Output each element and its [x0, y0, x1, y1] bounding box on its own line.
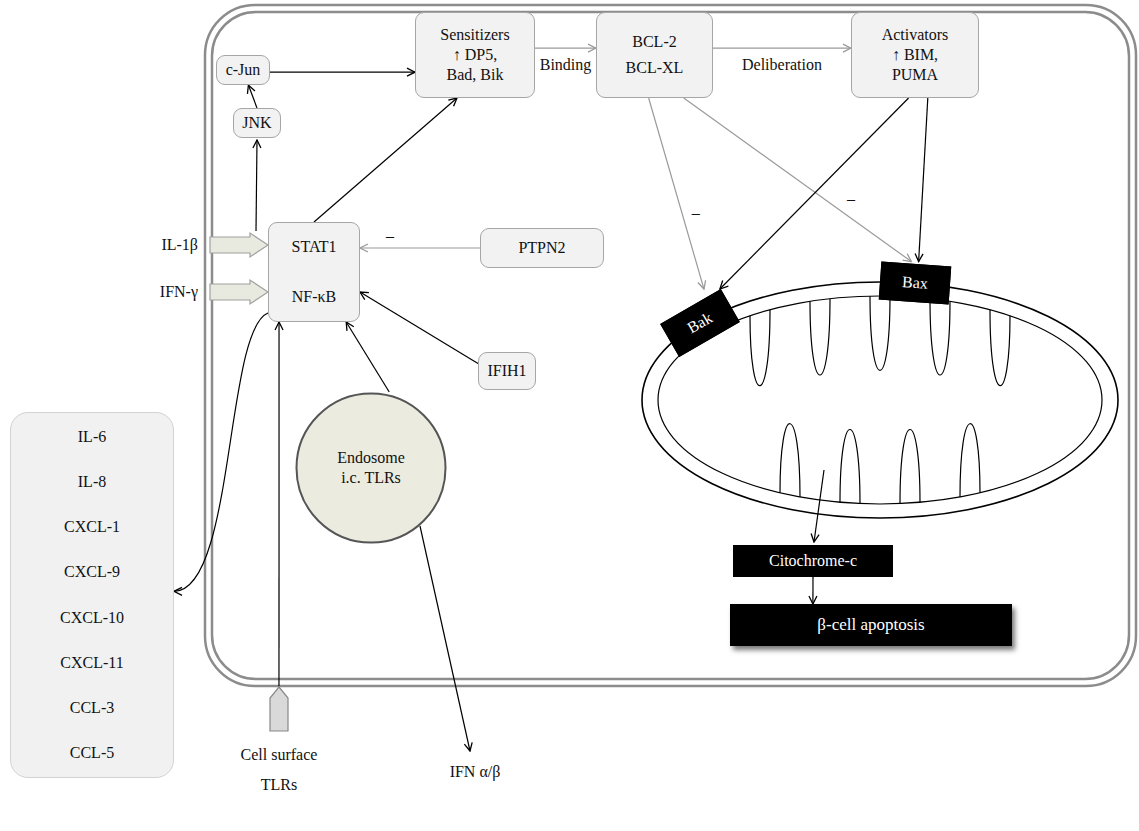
node-text: STAT1 — [292, 237, 337, 257]
edge-label: Binding — [538, 56, 594, 75]
node-text: BCL-2 — [632, 32, 676, 52]
edge-label: – — [690, 203, 702, 222]
signal-arrow — [256, 140, 257, 231]
node-text: CXCL-9 — [64, 562, 120, 582]
node-text: IFIH1 — [487, 361, 526, 381]
node-text: Sensitizers — [440, 25, 509, 45]
node-text: CCL-5 — [70, 743, 114, 763]
connector-arrow — [270, 71, 415, 72]
connector-arrow — [248, 85, 257, 108]
cytokine-block-arrow — [210, 280, 268, 304]
membrane-protein-box: Bax — [879, 262, 951, 305]
sensor-box: IFIH1 — [478, 352, 536, 390]
receptor-symbol-box: Cell surface TLRs — [229, 686, 329, 816]
connector-arrow — [919, 98, 928, 262]
transcription-factor-box: c-Jun — [216, 55, 270, 85]
endosome-circle: Endosomei.c. TLRs — [295, 392, 447, 544]
cytokine-block-arrow — [210, 233, 268, 257]
connector-arrow — [360, 292, 478, 363]
node-text: ↑ BIM, PUMA — [880, 45, 950, 85]
endosome-outline — [297, 394, 446, 543]
mitochondrion-outer — [642, 282, 1118, 518]
node-text: Endosome — [337, 448, 405, 468]
node-text: CXCL-10 — [60, 608, 124, 628]
node-text: Citochrome-c — [769, 551, 857, 571]
node-text: c-Jun — [226, 60, 261, 80]
node-text: JNK — [242, 113, 271, 133]
edge-label: – — [845, 189, 857, 208]
node-text: ↑ DP5, Bad, Bik — [440, 45, 510, 85]
connector-arrow — [535, 48, 596, 49]
node-text: CXCL-1 — [64, 517, 120, 537]
chemokine-list-box: IL-6IL-8CXCL-1CXCL-9CXCL-10CXCL-11CCL-3C… — [10, 412, 174, 778]
outcome-box: β-cell apoptosis — [730, 604, 1012, 646]
node-text: CXCL-11 — [60, 653, 123, 673]
node-text: CCL-3 — [70, 698, 114, 718]
interferon-label: IFN α/β — [448, 762, 503, 781]
cell-membrane-outer — [205, 5, 1136, 686]
node-text: PTPN2 — [518, 238, 565, 258]
connector-arrow — [713, 48, 851, 49]
endosome-outline — [295, 392, 447, 544]
node-text: IL-8 — [78, 472, 106, 492]
node-text: β-cell apoptosis — [817, 614, 924, 635]
activator-box: Activators↑ BIM, PUMA — [851, 12, 979, 98]
connector-arrow — [346, 322, 389, 392]
kinase-box: JNK — [233, 108, 281, 138]
edge-label: Deliberation — [740, 56, 824, 75]
node-text: i.c. TLRs — [341, 468, 401, 488]
connector-arrow — [278, 322, 279, 686]
connector-arrow — [314, 98, 457, 222]
cytokine-label: IL-1β — [159, 235, 200, 254]
mitochondrion-cristae — [750, 296, 1010, 503]
node-text: Bax — [901, 272, 928, 294]
secretion-arrow — [420, 526, 470, 751]
node-text: IL-6 — [78, 427, 106, 447]
node-text: Cell surface TLRs — [229, 740, 329, 800]
cell-membrane-inner — [212, 12, 1129, 679]
receptor-symbol — [269, 686, 289, 732]
node-text: BCL-XL — [626, 58, 684, 78]
antiapoptotic-box: BCL-2BCL-XL — [596, 12, 713, 98]
signaling-box: STAT1NF-κB — [268, 222, 360, 322]
node-text: Bak — [684, 308, 716, 338]
connector-arrow — [812, 577, 813, 604]
receptor-symbol — [270, 687, 288, 731]
edge-label: – — [384, 226, 396, 245]
release-arrow — [814, 470, 824, 542]
connector-arrow — [649, 98, 704, 289]
sensitizer-box: Sensitizers↑ DP5, Bad, Bik — [415, 12, 535, 98]
node-text: NF-κB — [292, 287, 337, 307]
connector-arrow — [174, 313, 268, 591]
cytochrome-box: Citochrome-c — [733, 545, 893, 577]
connector-arrow — [360, 247, 480, 248]
connector-arrow — [720, 98, 909, 289]
phosphatase-box: PTPN2 — [480, 228, 604, 268]
node-text: Activators — [882, 25, 949, 45]
connector-arrow — [684, 98, 912, 262]
membrane-protein-box: Bak — [660, 289, 740, 357]
cytokine-label: IFN-γ — [158, 282, 200, 301]
